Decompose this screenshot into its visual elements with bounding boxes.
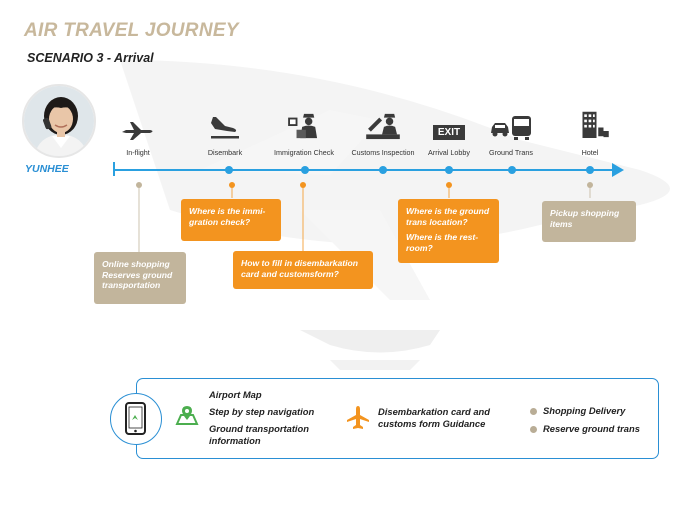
- smartphone-icon: [125, 402, 146, 435]
- timeline-line: [114, 169, 614, 171]
- car-bus-icon: [491, 116, 531, 140]
- stage-label-customs: Customs Inspection: [351, 148, 415, 157]
- timeline-node: [301, 166, 309, 174]
- connector-dot: [300, 182, 306, 188]
- connector-dot: [136, 182, 142, 188]
- legend-reserve-ground-trans: Reserve ground trans: [543, 423, 640, 434]
- landing-plane-icon: [211, 117, 239, 139]
- touchpoint-line: Online shopping: [102, 259, 170, 269]
- exit-sign-icon: EXIT: [433, 125, 465, 140]
- timeline-node: [508, 166, 516, 174]
- page-subtitle: SCENARIO 3 - Arrival: [27, 51, 154, 65]
- touchpoint-online-shopping: Online shopping Reserves ground transpor…: [94, 252, 186, 304]
- legend-box: [136, 378, 659, 459]
- legend-ground-trans-info: Ground transportation information: [209, 423, 309, 446]
- map-pin-icon: [175, 406, 199, 425]
- hotel-icon: [582, 111, 609, 138]
- smartphone-badge: [110, 393, 162, 445]
- stage-label-ground-trans: Ground Trans: [489, 148, 533, 157]
- touchpoint-line: Where is the ground trans location?: [406, 206, 490, 227]
- orange-airplane-icon: [347, 406, 369, 429]
- touchpoint-line: How to fill in disembarkation card and c…: [241, 258, 358, 279]
- touchpoint-disembark-card: How to fill in disembarkation card and c…: [233, 251, 373, 289]
- legend-disembarkation-guidance: Disembarkation card and customs form Gui…: [378, 406, 491, 429]
- stage-label-inflight: In-flight: [126, 148, 150, 157]
- legend-airport-map: Airport Map: [209, 389, 262, 400]
- stage-label-hotel: Hotel: [581, 148, 599, 157]
- touchpoint-line: Where is the rest-room?: [406, 232, 479, 253]
- timeline-arrow-head: [612, 163, 624, 177]
- connector-dot: [587, 182, 593, 188]
- touchpoint-line: Where is the immi-gration check?: [189, 206, 266, 227]
- stage-label-disembark: Disembark: [207, 148, 243, 157]
- page-title: AIR TRAVEL JOURNEY: [24, 20, 239, 41]
- persona-name: YUNHEE: [25, 163, 69, 175]
- touchpoint-line: Reserves ground transportation: [102, 269, 173, 291]
- airplane-icon: [122, 122, 153, 140]
- timeline-node: [379, 166, 387, 174]
- stage-label-immigration: Immigration Check: [274, 148, 334, 157]
- touchpoint-ground-trans: Where is the ground trans location? Wher…: [398, 199, 499, 263]
- touchpoint-immigration: Where is the immi-gration check?: [181, 199, 281, 241]
- timeline-node: [225, 166, 233, 174]
- timeline-node: [586, 166, 594, 174]
- timeline-node: [445, 166, 453, 174]
- customs-inspection-icon: [366, 113, 400, 140]
- timeline-start-tick: [113, 162, 115, 176]
- immigration-officer-icon: [288, 113, 318, 139]
- legend-shopping-delivery: Shopping Delivery: [543, 405, 626, 416]
- legend-step-navigation: Step by step navigation: [209, 406, 315, 417]
- connector-dot: [446, 182, 452, 188]
- legend-bullet: [530, 408, 537, 415]
- touchpoint-line: Pickup shopping items: [550, 208, 620, 229]
- touchpoint-pickup: Pickup shopping items: [542, 201, 636, 242]
- stage-label-arrival-lobby: Arrival Lobby: [428, 148, 470, 157]
- connector-dot: [229, 182, 235, 188]
- legend-bullet: [530, 426, 537, 433]
- persona-avatar: [22, 84, 96, 158]
